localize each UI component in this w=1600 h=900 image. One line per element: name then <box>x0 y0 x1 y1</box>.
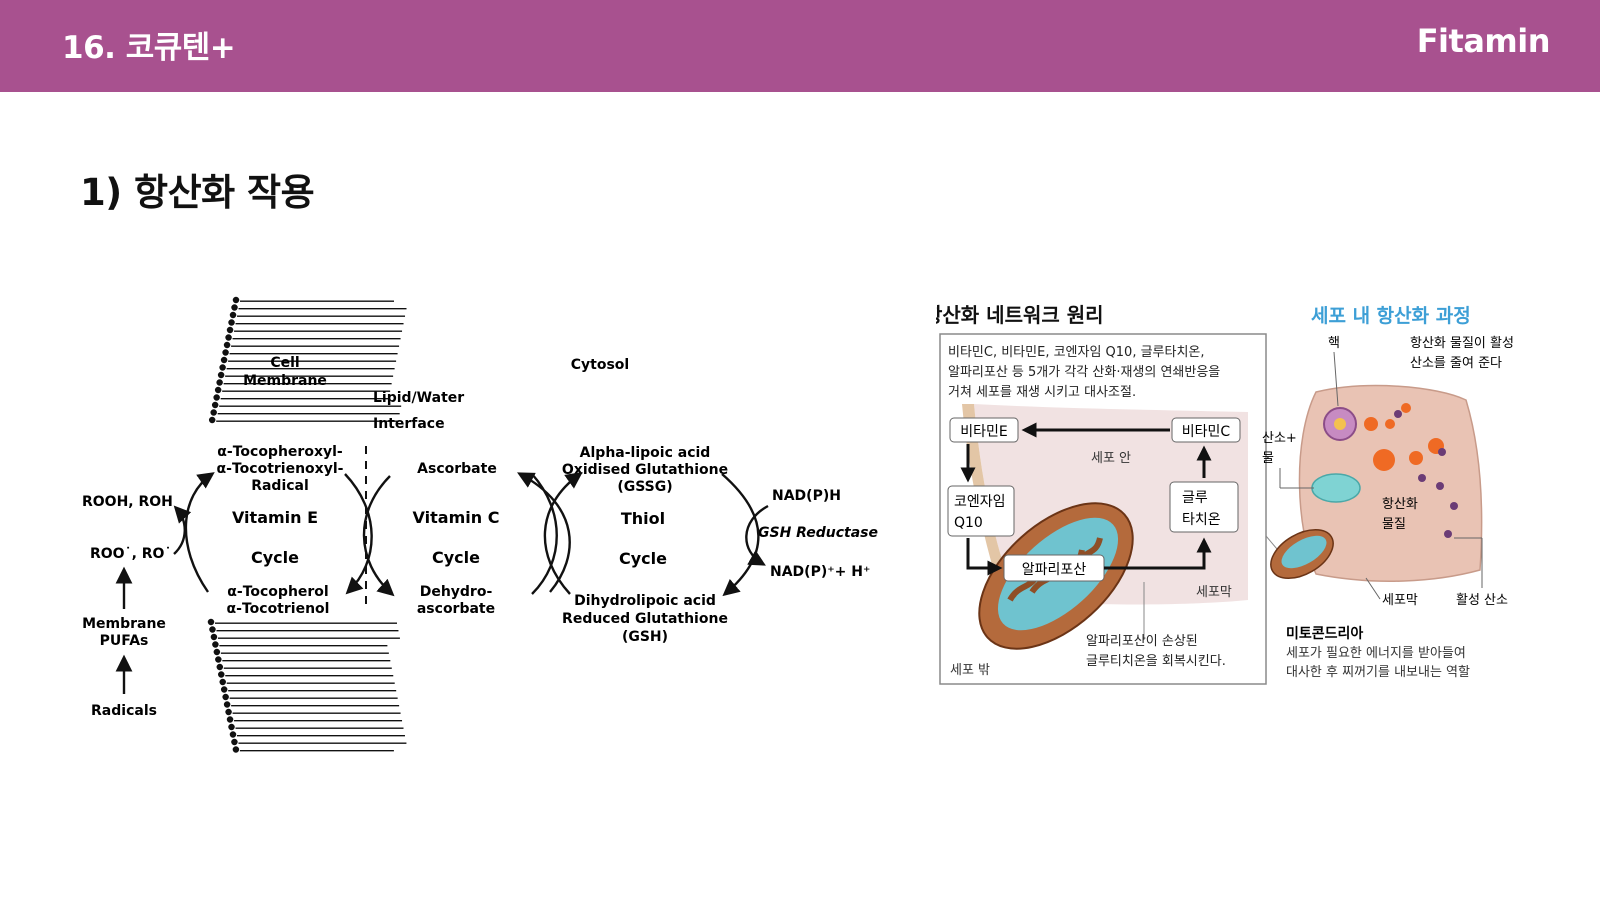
node-coenzyme <box>947 485 1015 537</box>
nucleolus <box>1334 418 1346 430</box>
membrane-leader <box>1365 577 1381 600</box>
membrane-bilayer-top <box>208 296 407 424</box>
vitamin-c-cycle-arcs <box>362 472 571 597</box>
node-coenzyme-label-2: Q10 <box>954 515 983 531</box>
membrane-band <box>962 404 1016 604</box>
label-tocopheroxyl-3: Radical <box>251 478 309 494</box>
node-vitamin-e-label: 비타민E <box>960 424 1008 440</box>
label-dihydro-1: Dihydrolipoic acid <box>574 593 716 609</box>
label-lipoic-1: Alpha-lipoic acid <box>580 445 711 461</box>
label-ascorbate: Ascorbate <box>417 461 497 477</box>
label-oxygen-water-2: 물 <box>1262 451 1274 466</box>
label-tocopheroxyl-1: α-Tocopheroxyl- <box>217 444 343 460</box>
section-heading: 1) 항산화 작용 <box>80 171 315 214</box>
label-membrane: Membrane <box>243 373 327 389</box>
membrane-bilayer-bottom <box>207 618 407 753</box>
node-lipoic-label: 알파리포산 <box>1022 562 1087 578</box>
radical-arrows <box>115 505 192 694</box>
label-membrane-pufas-2: PUFAs <box>100 633 149 649</box>
label-cycle-e: Cycle <box>251 548 299 567</box>
label-rooh: ROOH, ROH <box>82 494 173 510</box>
infographic-title-right: 세포 내 항산화 과정 <box>1311 305 1471 327</box>
label-inside-cell: 세포 안 <box>1091 451 1131 466</box>
mito-desc-line-1: 세포가 필요한 에너지를 받아들여 <box>1286 646 1466 661</box>
node-glutathione-label-2: 타치온 <box>1182 512 1221 528</box>
active-oxygen-particles <box>1394 410 1458 538</box>
desc-line-1: 비타민C, 비타민E, 코엔자임 Q10, 글루타치온, <box>948 345 1205 360</box>
label-antiox-substance-1: 항산화 <box>1382 497 1418 512</box>
network-arrows <box>960 422 1212 576</box>
label-gsh-reductase: GSH Reductase <box>758 525 878 541</box>
label-roo: ROO˙, RO˙ <box>90 546 171 562</box>
label-dehydro-1: Dehydro- <box>420 584 493 600</box>
node-glutathione <box>1169 481 1239 533</box>
label-cycle-t: Cycle <box>619 549 667 568</box>
cell-mitochondrion <box>1270 528 1334 580</box>
label-dihydro-2: Reduced Glutathione <box>562 611 728 627</box>
cell-antioxidant-infographic: 항산화 네트워크 원리 세포 내 항산화 과정 비타민C, 비타민E, 코엔자임… <box>924 300 1566 710</box>
note-line-1: 알파리포산이 손상된 <box>1086 634 1198 649</box>
node-vitamin-e <box>949 417 1019 443</box>
thiol-cycle-arcs <box>531 472 760 597</box>
header-bar: 16. 코큐텐+ Fitamin <box>0 0 1600 92</box>
infographic-title-left: 항산화 네트워크 원리 <box>936 303 1104 327</box>
label-membrane-pufas-1: Membrane <box>82 616 166 632</box>
antiox-note-line-1: 항산화 물질이 활성 <box>1410 336 1514 351</box>
label-tocopherol-2: α-Tocotrienol <box>227 601 330 617</box>
label-radicals: Radicals <box>91 703 157 719</box>
vacuole <box>1311 473 1361 503</box>
node-vitamin-c <box>1171 417 1241 443</box>
label-cycle-c: Cycle <box>432 548 480 567</box>
mito-title: 미토콘드리아 <box>1286 625 1363 642</box>
label-lipid-water: Lipid/Water <box>373 390 464 406</box>
label-vitamin-c: Vitamin C <box>413 508 500 527</box>
slide-title: 16. 코큐텐+ <box>62 30 236 66</box>
node-vitamin-c-label: 비타민C <box>1182 424 1231 440</box>
label-tocopheroxyl-2: α-Tocotrienoxyl- <box>217 461 344 477</box>
label-interface: Interface <box>373 416 445 432</box>
brand-logo: Fitamin <box>1416 22 1551 60</box>
label-oxygen-water-1: 산소+ <box>1262 431 1297 446</box>
nucleus-leader <box>1333 351 1339 407</box>
note-line-2: 글루티치온을 회복시킨다. <box>1086 654 1226 669</box>
node-coenzyme-label-1: 코엔자임 <box>954 494 1006 510</box>
label-vitamin-e: Vitamin E <box>232 508 318 527</box>
desc-line-3: 거쳐 세포를 재생 시키고 대사조절. <box>948 385 1136 400</box>
antioxidant-particles <box>1364 403 1444 471</box>
label-lipoic-3: (GSSG) <box>617 479 672 495</box>
antiox-note-line-2: 산소를 줄여 준다 <box>1410 356 1502 371</box>
node-glutathione-label-1: 글루 <box>1182 490 1208 506</box>
label-outside-cell: 세포 밖 <box>950 663 990 678</box>
label-nucleus: 핵 <box>1328 336 1340 351</box>
label-thiol: Thiol <box>621 509 665 528</box>
nadph-arrow <box>745 504 769 566</box>
label-cell-membrane: 세포막 <box>1382 593 1418 608</box>
mito-desc-line-2: 대사한 후 찌꺼기를 내보내는 역할 <box>1286 665 1470 680</box>
label-dehydro-2: ascorbate <box>417 601 495 617</box>
label-nadp: NAD(P)⁺+ H⁺ <box>770 564 870 580</box>
label-lipoic-2: Oxidised Glutathione <box>562 462 728 478</box>
label-tocopherol-1: α-Tocopherol <box>227 584 328 600</box>
antioxidant-network-svg: Cell Membrane Cytosol Lipid/Water Interf… <box>82 296 878 753</box>
label-active-oxygen: 활성 산소 <box>1456 593 1508 608</box>
label-dihydro-3: (GSH) <box>622 629 668 645</box>
antioxidant-network-diagram: Cell Membrane Cytosol Lipid/Water Interf… <box>80 296 895 774</box>
infographic-svg: 항산화 네트워크 원리 세포 내 항산화 과정 비타민C, 비타민E, 코엔자임… <box>924 303 1514 685</box>
label-antiox-substance-2: 물질 <box>1382 517 1406 532</box>
desc-line-2: 알파리포산 등 5개가 각각 산화·재생의 연쇄반응을 <box>948 365 1220 380</box>
label-membrane: 세포막 <box>1196 585 1232 600</box>
vitamin-e-cycle-arcs <box>184 472 373 595</box>
label-nadph: NAD(P)H <box>772 488 841 504</box>
label-cytosol: Cytosol <box>571 357 629 373</box>
label-cell: Cell <box>270 355 299 371</box>
